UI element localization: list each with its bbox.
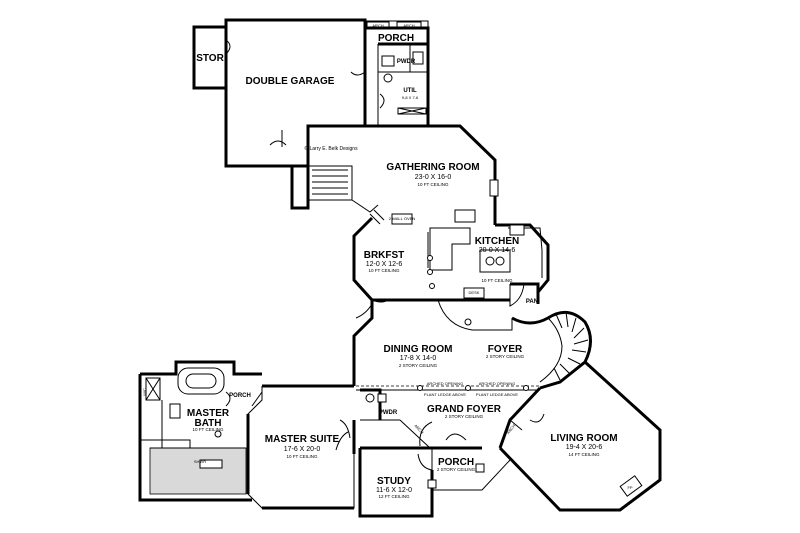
kitchen-label: KITCHEN (475, 236, 519, 247)
master-suite (246, 384, 356, 510)
master-bath (138, 360, 262, 502)
master-suite-label: MASTER SUITE (265, 434, 340, 445)
designer-credit: © Larry E. Belk Designs (304, 145, 358, 152)
arch-right-note: ARCH (505, 423, 516, 435)
dining-foyer-walls (352, 300, 540, 391)
breakfast-size: 12-0 X 12-6 (366, 261, 403, 268)
dining-room-ceiling: 2 STORY CEILING (399, 363, 438, 368)
master-suite-ceiling: 10 FT CEILING (287, 454, 318, 459)
pwdr-mid-label: PWDR (379, 410, 398, 416)
master-bath-ceiling: 10 FT CEILING (193, 427, 224, 432)
spiral-stair (511, 310, 592, 390)
pantry-label: PAN (526, 299, 538, 305)
living-room-label: LIVING ROOM (550, 433, 617, 444)
stor-label: STOR (196, 53, 224, 64)
master-bath-label-1: MASTER (187, 408, 230, 419)
porch-util-block (365, 20, 430, 126)
living-room-size: 19-4 X 20-6 (566, 444, 603, 451)
foyer-label: FOYER (488, 344, 523, 355)
study-label: STUDY (377, 476, 411, 487)
living-room-ceiling: 14 FT CEILING (569, 452, 600, 457)
garage-block (192, 18, 367, 168)
plant-ledge-left: PLANT LEDGE ABOVE (424, 392, 466, 397)
gathering-room-walls (290, 124, 499, 225)
kitchen-size: 20-0 X 14-6 (479, 247, 516, 254)
dining-room-size: 17-8 X 14-0 (400, 355, 437, 362)
porch-top-label: PORCH (378, 33, 414, 44)
plant-ledge-right: PLANT LEDGE ABOVE (476, 392, 518, 397)
arched-opening-left: ARCHED OPENING (427, 381, 463, 386)
breakfast-walls (352, 216, 513, 331)
grand-foyer-label: GRAND FOYER (427, 404, 502, 415)
wic-note: WIC (142, 388, 147, 396)
porch-front-ceiling: 2 STORY CEILING (437, 467, 476, 472)
grand-foyer (399, 386, 542, 491)
fireplace-note: FP (627, 485, 632, 490)
study-size: 11-6 X 12-0 (376, 487, 412, 494)
kitchen-ceiling: 10 FT CEILING (482, 278, 513, 283)
arched-opening-right: ARCHED OPENING (479, 381, 515, 386)
grand-foyer-ceiling: 2 STORY CEILING (445, 414, 484, 419)
powder-study (358, 388, 434, 518)
porch-side-label: PORCH (229, 393, 251, 399)
arch-top-2: ARCH (403, 23, 414, 28)
arch-left-note: ARCH (413, 423, 425, 435)
breakfast-ceiling: 10 FT CEILING (369, 268, 400, 273)
util-size: 9-8 X 7-6 (402, 95, 419, 100)
study-ceiling: 12 FT CEILING (379, 494, 410, 499)
arch-top-1: ARCH (372, 23, 383, 28)
dining-room-label: DINING ROOM (384, 344, 453, 355)
porch-front-label: PORCH (438, 457, 474, 468)
util-label: UTIL (403, 88, 417, 94)
shower-note: SHWR (194, 459, 206, 464)
living-room (498, 360, 662, 512)
desk-note: DESK (469, 290, 480, 295)
gathering-room-label: GATHERING ROOM (386, 162, 479, 173)
master-bath-label-2: BATH (194, 418, 221, 429)
garage-label: DOUBLE GARAGE (246, 76, 335, 87)
pwdr-top-label: PWDR (397, 59, 416, 65)
foyer-ceiling: 2 STORY CEILING (486, 354, 525, 359)
wall-oven-note: 2 WALL OVEN (389, 216, 415, 221)
kitchen-walls (427, 209, 550, 326)
breakfast-label: BRKFST (364, 250, 405, 261)
gathering-room-ceiling: 10 FT CEILING (418, 182, 449, 187)
gathering-room-size: 23-0 X 16-0 (415, 174, 452, 181)
pantry-walls (509, 282, 540, 307)
master-suite-size: 17-6 X 20-0 (284, 446, 321, 453)
